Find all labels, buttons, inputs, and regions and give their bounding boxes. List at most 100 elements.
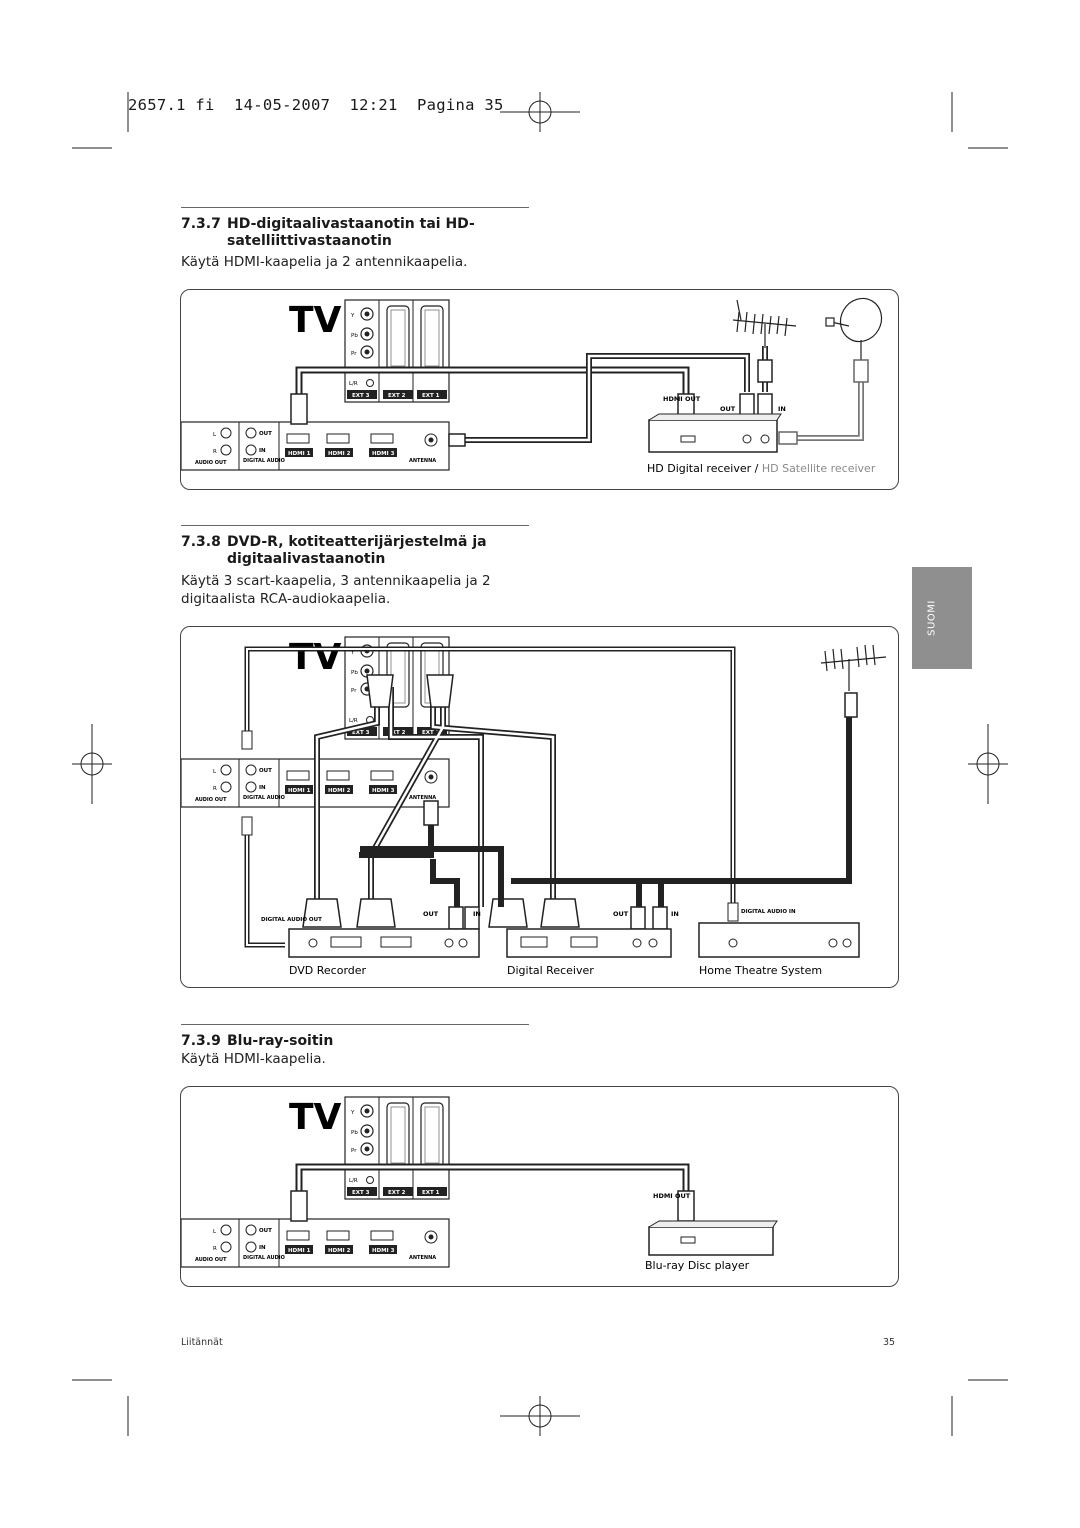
hdmi-out-label: HDMI OUT [653,1192,691,1200]
component-label: Pr [351,351,357,357]
hdmi-port-label: HDMI 2 [328,451,351,457]
section-divider [181,207,529,208]
caption-part2: HD Satellite receiver [762,462,876,475]
dvd-digital-audio-out-label: DIGITAL AUDIO OUT [261,917,322,923]
section-title-line2: digitaalivastaanotin [227,551,386,567]
caption-part1: HD Digital receiver [647,462,752,475]
audio-r-label: R [213,786,217,792]
hdmi-port-label: HDMI 3 [372,451,395,457]
section-title-line1: DVD-R, kotiteatterijärjestelmä ja [227,534,487,550]
hts-digital-audio-in-label: DIGITAL AUDIO IN [741,909,796,915]
digital-in-label: IN [259,448,266,454]
section-number: 7.3.7 [181,216,221,232]
section-number: 7.3.8 [181,534,221,550]
ext-label: EXT 2 [388,1190,406,1196]
audio-r-label: R [213,449,217,455]
antenna-label: ANTENNA [409,458,436,464]
ext-label: EXT 2 [388,730,406,736]
hdmi-out-label: HDMI OUT [663,395,701,403]
in-label: IN [671,910,679,918]
section-title-739: 7.3.9 Blu-ray-soitin [181,1033,541,1050]
section-body-line2: digitaalista RCA-audiokaapelia. [181,591,391,607]
audio-l-label: L [213,769,217,775]
lr-label: L/R [349,381,358,387]
section-divider [181,525,529,526]
ext-label: EXT 1 [422,1190,440,1196]
digital-in-label: IN [259,1245,266,1251]
digital-audio-label: DIGITAL AUDIO [243,1255,285,1261]
home-theatre-caption: Home Theatre System [699,964,822,977]
component-label: Pb [351,670,358,676]
out-label: OUT [423,910,439,918]
ext-label: EXT 3 [352,1190,370,1196]
language-side-tab-label: SUOMI [926,600,938,636]
audio-out-label: AUDIO OUT [195,460,227,466]
ext-label: EXT 1 [422,393,440,399]
hdmi-port-label: HDMI 2 [328,1248,351,1254]
component-label: Y [350,1110,355,1116]
section-body-739: Käytä HDMI-kaapelia. [181,1051,326,1067]
digital-out-label: OUT [259,768,272,774]
hdmi-port-label: HDMI 1 [288,1248,311,1254]
digital-receiver-caption: Digital Receiver [507,964,594,977]
digital-audio-label: DIGITAL AUDIO [243,458,285,464]
caption-sep: / [751,462,762,475]
ext-label: EXT 1 [422,730,440,736]
component-label: Y [350,650,355,656]
digital-in-label: IN [259,785,266,791]
hdmi-port-label: HDMI 2 [328,788,351,794]
print-header: 2657.1 fi 14-05-2007 12:21 Pagina 35 [128,96,504,114]
component-label: Pb [351,1130,358,1136]
tv-label: TV [289,300,342,341]
lr-label: L/R [349,718,358,724]
section-title-737: 7.3.7 HD-digitaalivastaanotin tai HD- sat… [181,216,541,250]
component-label: Y [350,313,355,319]
dvd-recorder-caption: DVD Recorder [289,964,367,977]
in-label: IN [473,910,481,918]
digital-audio-label: DIGITAL AUDIO [243,795,285,801]
hdmi-port-label: HDMI 1 [288,788,311,794]
footer-section: Liitännät [181,1337,223,1348]
section-number: 7.3.9 [181,1033,221,1049]
hdmi-port-label: HDMI 3 [372,788,395,794]
in-label: IN [778,405,786,413]
audio-l-label: L [213,1229,217,1235]
tv-label: TV [289,1097,342,1138]
section-body-737: Käytä HDMI-kaapelia ja 2 antennikaapelia… [181,254,468,270]
ext-label: EXT 3 [352,730,370,736]
digital-out-label: OUT [259,1228,272,1234]
digital-out-label: OUT [259,431,272,437]
section-divider [181,1024,529,1025]
hdmi-port-label: HDMI 1 [288,451,311,457]
ext-label: EXT 3 [352,393,370,399]
section-title-line1: HD-digitaalivastaanotin tai HD- [227,216,475,232]
audio-l-label: L [213,432,217,438]
component-label: Pr [351,688,357,694]
section-body-line1: Käytä 3 scart-kaapelia, 3 antennikaapeli… [181,573,491,589]
lr-label: L/R [349,1178,358,1184]
section-body-738: Käytä 3 scart-kaapelia, 3 antennikaapeli… [181,572,491,608]
hdmi-port-label: HDMI 3 [372,1248,395,1254]
component-label: Pb [351,333,358,339]
audio-out-label: AUDIO OUT [195,1257,227,1263]
section-title-line1: Blu-ray-soitin [227,1033,334,1049]
ext-label: EXT 2 [388,393,406,399]
section-title-738: 7.3.8 DVD-R, kotiteatterijärjestelmä ja d… [181,534,541,568]
audio-r-label: R [213,1246,217,1252]
tv-label: TV [289,637,342,678]
footer-page-number: 35 [883,1337,896,1348]
out-label: OUT [613,910,629,918]
antenna-label: ANTENNA [409,1255,436,1261]
section-title-line2: satelliittivastaanotin [227,233,392,249]
receiver-caption: HD Digital receiver / HD Satellite recei… [647,462,876,475]
out-label: OUT [720,405,736,413]
